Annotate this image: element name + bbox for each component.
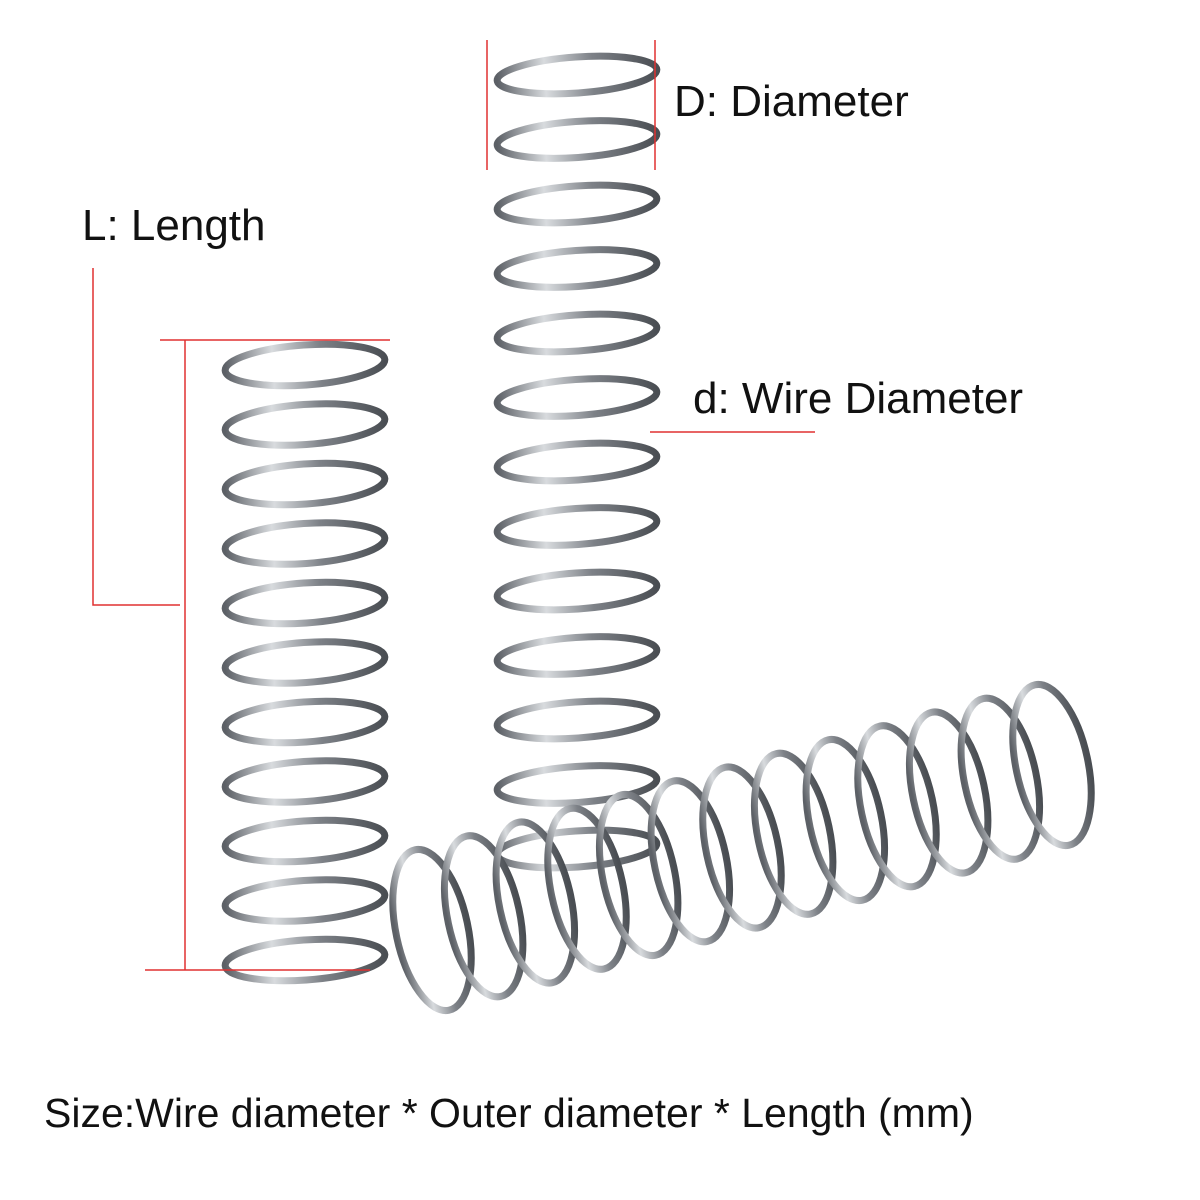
spring-coil (906, 708, 992, 877)
spring-coil (596, 790, 682, 960)
spring-coil (221, 757, 389, 806)
size-caption: Size:Wire diameter * Outer diameter * Le… (44, 1090, 974, 1136)
spring-coil (493, 826, 661, 872)
spring-coil (221, 638, 389, 687)
spring-coil (544, 804, 630, 973)
spring-coil (493, 762, 661, 807)
spring-coil (854, 722, 940, 891)
spring-coil (221, 519, 389, 568)
spring-coil (441, 832, 527, 1001)
spring-coil (751, 749, 837, 918)
spring-coil (493, 504, 661, 549)
spring-coil (221, 876, 389, 925)
length-label: L: Length (82, 201, 266, 250)
spring-coil (493, 181, 661, 227)
spring-coil (699, 763, 785, 932)
spring-coil (221, 459, 389, 509)
wire-diameter-label: d: Wire Diameter (693, 374, 1024, 423)
spring-coil (493, 52, 661, 98)
spring-coil (493, 310, 661, 356)
vertical-spring-short (221, 340, 389, 985)
spring-coil (1009, 680, 1095, 850)
spring-coil (221, 400, 389, 449)
vertical-spring-tall (493, 52, 661, 872)
spring-coil (221, 340, 389, 390)
spring-coil (802, 735, 888, 905)
spring-coil (493, 633, 661, 678)
spring-coil (493, 117, 661, 162)
dimension-lines (92, 40, 815, 971)
spring-coil (957, 694, 1043, 863)
horizontal-spring (389, 680, 1095, 1015)
spring-coil (221, 816, 389, 866)
diameter-label: D: Diameter (674, 77, 909, 126)
spring-coil (493, 697, 661, 743)
spring-coil (493, 439, 661, 485)
spring-coil (221, 935, 389, 985)
length-leader-line (92, 268, 180, 606)
spring-coil (493, 246, 661, 291)
spring-coil (647, 777, 733, 946)
spring-coil (389, 845, 475, 1015)
spring-coil (492, 818, 578, 987)
spring-coil (221, 697, 389, 747)
spring-coil (221, 578, 389, 628)
spring-coil (493, 375, 661, 420)
spring-coil (493, 568, 661, 614)
